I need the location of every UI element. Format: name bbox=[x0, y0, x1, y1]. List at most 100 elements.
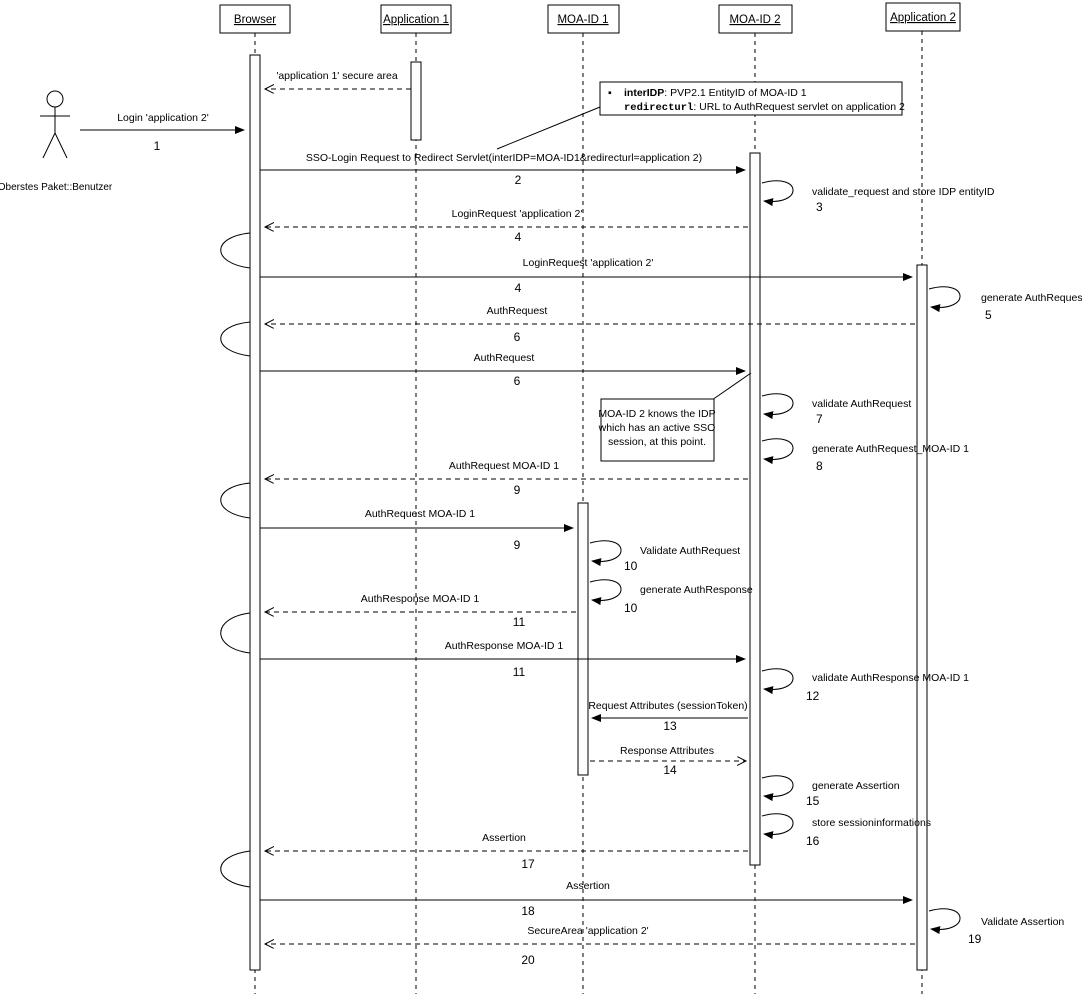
message-authrequest-moaid1-forward: AuthRequest MOA-ID 1 9 bbox=[260, 508, 574, 552]
message-response-attributes-label: Response Attributes bbox=[620, 745, 714, 757]
message-authresponse-moaid1-return-num: 11 bbox=[513, 615, 526, 629]
note-sso-box bbox=[600, 398, 715, 462]
message-generate-authresponse-num: 10 bbox=[624, 601, 638, 615]
message-assertion-return-label: Assertion bbox=[482, 832, 526, 844]
lifeline-header-moa-id-1 bbox=[547, 4, 620, 34]
message-store-sessioninformations-arc bbox=[761, 813, 794, 840]
message-response-attributes-num: 14 bbox=[663, 763, 677, 777]
message-assertion-forward-num: 18 bbox=[521, 904, 535, 918]
lifeline-header-application-1 bbox=[380, 4, 452, 34]
message-generate-authrequest-label: generate AuthRequest bbox=[981, 292, 1082, 304]
note-interidp-connector bbox=[496, 106, 601, 150]
message-assertion-forward: Assertion 18 bbox=[260, 880, 913, 918]
message-validate-assertion-num: 19 bbox=[968, 932, 982, 946]
lifeline-label-application-1: Application 1 bbox=[383, 14, 449, 26]
note-sso-line1: MOA-ID 2 knows the IDP bbox=[598, 408, 715, 420]
message-generate-authresponse-arc bbox=[589, 579, 622, 606]
activation-moa-id-2 bbox=[749, 152, 761, 866]
note-interidp-box bbox=[599, 81, 903, 116]
message-generate-authrequest-arc bbox=[928, 286, 961, 313]
message-authresponse-moaid1-return-label: AuthResponse MOA-ID 1 bbox=[361, 593, 480, 605]
message-sso-login-request: SSO-Login Request to Redirect Servlet(in… bbox=[260, 152, 746, 187]
activation-application-2 bbox=[916, 264, 928, 971]
lifeline-header-browser bbox=[219, 4, 291, 34]
note-sso-line3: session, at this point. bbox=[608, 436, 706, 448]
message-validate-authrequest-num: 7 bbox=[816, 412, 823, 426]
message-store-sessioninformations-label: store sessioninformations bbox=[812, 817, 931, 829]
message-authrequest-return-label: AuthRequest bbox=[487, 305, 548, 317]
message-store-sessioninformations-num: 16 bbox=[806, 834, 820, 848]
message-login-request-forward-num: 4 bbox=[515, 281, 522, 295]
message-authrequest-moaid1-return: AuthRequest MOA-ID 1 9 bbox=[266, 460, 748, 497]
message-assertion-return-num: 17 bbox=[521, 857, 535, 871]
actor-head bbox=[46, 90, 64, 108]
message-validate-assertion-label: Validate Assertion bbox=[981, 916, 1064, 928]
message-generate-authresponse-label: generate AuthResponse bbox=[640, 584, 753, 596]
message-request-attributes-num: 13 bbox=[663, 719, 677, 733]
note-sso-session: MOA-ID 2 knows the IDP which has an acti… bbox=[598, 372, 752, 462]
message-sso-login-request-num: 2 bbox=[515, 173, 522, 187]
lifeline-label-application-2: Application 2 bbox=[890, 12, 956, 24]
message-secure-area-return: SecureArea 'application 2' 20 bbox=[266, 925, 915, 967]
message-validate-authrequest: validate AuthRequest 7 bbox=[761, 393, 911, 426]
message-secure-area-return-label: SecureArea 'application 2' bbox=[527, 925, 648, 937]
message-app1-secure-area: 'application 1' secure area bbox=[266, 70, 411, 89]
actor-benutzer: Oberstes Paket::Benutzer bbox=[0, 90, 113, 193]
actor-leg-left bbox=[42, 132, 56, 159]
note-sso-connector bbox=[711, 372, 752, 401]
message-validate-authrequest-moaid1-arc bbox=[589, 540, 622, 567]
message-response-attributes: Response Attributes 14 bbox=[590, 745, 745, 777]
message-login-num: 1 bbox=[154, 139, 161, 153]
note-interidp-line1: interIDP: PVP2.1 EntityID of MOA-ID 1 bbox=[624, 87, 807, 99]
message-authrequest-moaid1-forward-label: AuthRequest MOA-ID 1 bbox=[365, 508, 475, 520]
redirect-arc-2 bbox=[220, 321, 251, 357]
redirect-arc-5 bbox=[220, 850, 251, 888]
lifeline-header-moa-id-2 bbox=[718, 4, 793, 34]
message-store-sessioninformations: store sessioninformations 16 bbox=[761, 813, 931, 848]
message-login-request-return-label: LoginRequest 'application 2' bbox=[452, 208, 583, 220]
message-validate-authresponse-moaid1-num: 12 bbox=[806, 689, 820, 703]
message-request-attributes-label: Request Attributes (sessionToken) bbox=[588, 700, 747, 712]
message-login-request-forward-label: LoginRequest 'application 2' bbox=[523, 257, 654, 269]
redirect-arc-1 bbox=[220, 232, 251, 269]
message-authresponse-moaid1-forward: AuthResponse MOA-ID 1 11 bbox=[260, 640, 746, 679]
message-login-request-return: LoginRequest 'application 2' 4 bbox=[266, 208, 748, 244]
message-generate-authresponse: generate AuthResponse 10 bbox=[589, 579, 753, 615]
message-login-request-return-num: 4 bbox=[515, 230, 522, 244]
lifeline-header-application-2 bbox=[885, 2, 961, 32]
message-app1-secure-area-label: 'application 1' secure area bbox=[276, 70, 397, 82]
message-authrequest-return: AuthRequest 6 bbox=[266, 305, 915, 344]
message-authrequest-moaid1-return-num: 9 bbox=[514, 483, 521, 497]
lifeline-label-browser: Browser bbox=[234, 14, 276, 26]
redirect-arc-4 bbox=[220, 612, 251, 654]
note-interidp: ▪ interIDP: PVP2.1 EntityID of MOA-ID 1 … bbox=[496, 81, 905, 150]
message-generate-authrequest-num: 5 bbox=[985, 308, 992, 322]
message-validate-authrequest-moaid1: Validate AuthRequest 10 bbox=[589, 540, 740, 573]
message-authresponse-moaid1-forward-label: AuthResponse MOA-ID 1 bbox=[445, 640, 564, 652]
browser-redirect-arcs bbox=[220, 232, 251, 888]
message-authresponse-moaid1-forward-num: 11 bbox=[513, 665, 526, 679]
redirect-arc-3 bbox=[220, 482, 251, 519]
message-validate-assertion: Validate Assertion 19 bbox=[928, 908, 1064, 946]
message-generate-assertion-label: generate Assertion bbox=[812, 780, 900, 792]
message-validate-authrequest-label: validate AuthRequest bbox=[812, 398, 911, 410]
actor-label: Oberstes Paket::Benutzer bbox=[0, 182, 113, 193]
message-assertion-forward-label: Assertion bbox=[566, 880, 610, 892]
message-authresponse-moaid1-return: AuthResponse MOA-ID 1 11 bbox=[266, 593, 576, 629]
message-generate-authrequest: generate AuthRequest 5 bbox=[928, 286, 1082, 322]
message-sso-login-request-label: SSO-Login Request to Redirect Servlet(in… bbox=[306, 152, 702, 164]
actor-leg-right bbox=[54, 132, 68, 159]
activation-application-1 bbox=[410, 61, 422, 141]
message-login-request-forward: LoginRequest 'application 2' 4 bbox=[260, 257, 913, 295]
message-validate-assertion-arc bbox=[928, 908, 961, 935]
activation-moa-id-1 bbox=[577, 502, 589, 776]
message-authrequest-moaid1-forward-num: 9 bbox=[514, 538, 521, 552]
message-generate-assertion-num: 15 bbox=[806, 794, 820, 808]
message-validate-authresponse-moaid1-label: validate AuthResponse MOA-ID 1 bbox=[812, 672, 969, 684]
message-validate-request-store-arc bbox=[761, 180, 794, 207]
message-generate-assertion: generate Assertion 15 bbox=[761, 775, 900, 808]
note-interidp-bullet: ▪ bbox=[608, 87, 612, 99]
message-secure-area-return-num: 20 bbox=[521, 953, 535, 967]
message-login-label: Login 'application 2' bbox=[117, 112, 209, 124]
